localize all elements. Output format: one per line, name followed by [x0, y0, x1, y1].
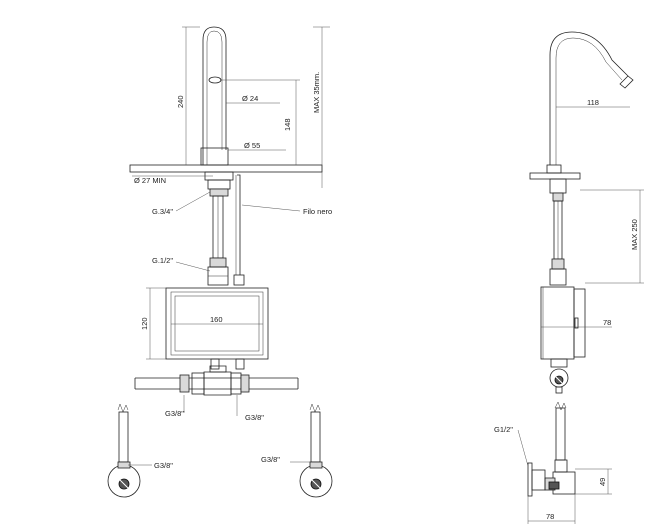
dim-valve-depth: 78: [546, 512, 554, 521]
label-side-g12: G1/2": [494, 425, 513, 434]
dim-diameter-55: Ø 55: [244, 141, 260, 150]
label-g38-left: G3/8": [165, 409, 184, 418]
black-wire: [237, 174, 241, 275]
side-view: 118 MAX 250 78: [529, 31, 644, 394]
angle-valve-left: G3/8": [107, 403, 173, 498]
label-valve-left: G3/8": [154, 461, 173, 470]
dim-valve-height: 49: [598, 478, 607, 486]
dim-max-250: MAX 250: [630, 219, 639, 250]
dim-148: 148: [283, 118, 292, 131]
front-view: 240 Ø 24 148 Ø 55 MAX 35mm. Ø 27 MIN G.3…: [129, 26, 332, 422]
label-valve-right: G3/8": [261, 455, 280, 464]
dim-reach-118: 118: [587, 98, 599, 107]
label-g12: G.1/2": [152, 256, 173, 265]
dim-240: 240: [176, 95, 185, 108]
side-angle-valve: G1/2" 49 78: [494, 401, 612, 524]
label-g38-right: G3/8": [245, 413, 264, 422]
side-spout: [549, 31, 629, 165]
dim-diameter-24: Ø 24: [242, 94, 258, 103]
base-collar: [200, 147, 229, 166]
side-deck-plate: [529, 172, 581, 180]
dim-max-35: MAX 35mm.: [312, 72, 321, 113]
dim-min-hole: Ø 27 MIN: [134, 176, 166, 185]
dim-box-depth: 78: [603, 318, 611, 327]
side-control-box: [540, 286, 575, 360]
dim-box-width: 160: [210, 315, 223, 324]
label-wire: Filo nero: [303, 207, 332, 216]
aerator: [208, 76, 222, 84]
label-g34: G.3/4": [152, 207, 173, 216]
dim-box-height: 120: [140, 317, 149, 330]
angle-valve-right: G3/8": [261, 403, 333, 498]
spout-tube: [202, 26, 227, 165]
deck-plate: [129, 164, 323, 173]
